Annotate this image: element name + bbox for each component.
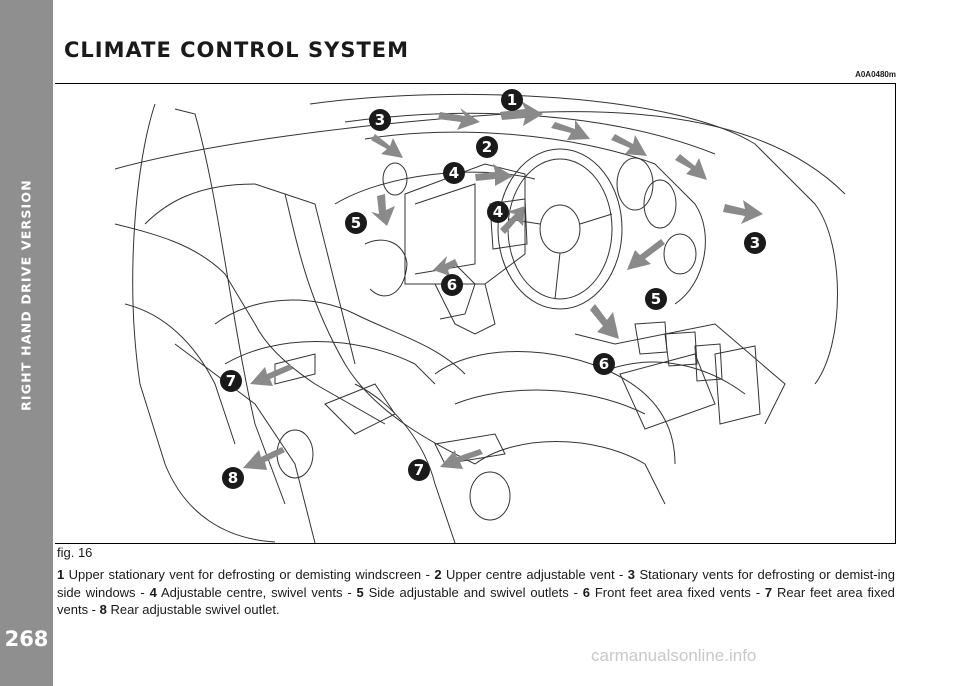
callout-6-right-number: 6 (599, 355, 609, 373)
page-number: 268 (4, 627, 49, 651)
caption-item-2-number: 2 (434, 567, 442, 582)
caption-item-2-text: Upper centre adjustable vent - (445, 567, 624, 582)
callout-8-number: 8 (228, 469, 238, 487)
callout-6-centre: 6 (441, 274, 463, 296)
watermark: carmanualsonline.info (591, 646, 757, 665)
figure-illustration: 1 2 3 3 4 4 5 5 6 6 7 7 8 (55, 83, 896, 544)
callout-7-left-number: 7 (226, 372, 236, 390)
airflow-arrows (243, 101, 763, 470)
caption-item-6-text: Front feet area fixed vents - (594, 584, 761, 600)
caption-item-5-number: 5 (356, 584, 364, 600)
callout-4-right-number: 4 (493, 203, 503, 221)
caption-item-4-number: 4 (149, 584, 157, 600)
callout-3-right: 3 (744, 232, 766, 254)
callout-5-left: 5 (345, 212, 367, 234)
callout-3-right-number: 3 (750, 234, 760, 252)
callout-6-centre-number: 6 (447, 276, 457, 294)
callout-5-right-number: 5 (651, 290, 661, 308)
callout-5-left-number: 5 (351, 214, 361, 232)
callout-4-left: 4 (443, 162, 465, 184)
caption-item-5-text: Side adjustable and swivel outlets - (368, 584, 578, 600)
caption-item-7-text: Rear feet area fixed vents - (57, 584, 895, 618)
caption-item-8-text: Rear adjustable swivel outlet. (110, 602, 280, 617)
callout-2: 2 (476, 136, 498, 158)
callout-5-right: 5 (645, 288, 667, 310)
page-title: CLIMATE CONTROL SYSTEM (64, 38, 410, 62)
caption-item-1-number: 1 (57, 567, 65, 582)
callout-7-right: 7 (408, 459, 430, 481)
figure-label: fig. 16 (57, 545, 93, 560)
callout-2-number: 2 (482, 138, 492, 156)
sidebar: RIGHT HAND DRIVE VERSION 268 (0, 0, 53, 686)
callouts: 1 2 3 3 4 4 5 5 6 6 7 7 8 (220, 89, 766, 489)
callout-8: 8 (222, 467, 244, 489)
callout-3-left-number: 3 (375, 111, 385, 129)
callout-4-left-number: 4 (449, 164, 459, 182)
caption-item-4-text: Adjustable centre, swivel vents - (160, 584, 352, 600)
callout-7-left: 7 (220, 370, 242, 392)
caption-item-6-number: 6 (582, 584, 590, 600)
car-interior-drawing: 1 2 3 3 4 4 5 5 6 6 7 7 8 (114, 89, 846, 543)
section-title: RIGHT HAND DRIVE VERSION (18, 179, 34, 411)
callout-6-right: 6 (593, 353, 615, 375)
figure-caption: 1 Upper stationary vent for defrosting o… (57, 566, 895, 619)
callout-1: 1 (501, 89, 523, 111)
figure-code: A0A0480m (855, 70, 896, 79)
caption-item-8-number: 8 (99, 602, 107, 617)
caption-item-7-number: 7 (764, 584, 773, 600)
caption-item-3-number: 3 (627, 567, 636, 582)
caption-item-1-text: Upper stationary vent for defrosting or … (68, 567, 430, 582)
caption-item-3-text: Stationary vents for defrosting or demis… (57, 567, 895, 600)
callout-4-right: 4 (487, 201, 509, 223)
callout-3-left: 3 (369, 109, 391, 131)
callout-1-number: 1 (507, 91, 517, 109)
callout-7-right-number: 7 (414, 461, 424, 479)
